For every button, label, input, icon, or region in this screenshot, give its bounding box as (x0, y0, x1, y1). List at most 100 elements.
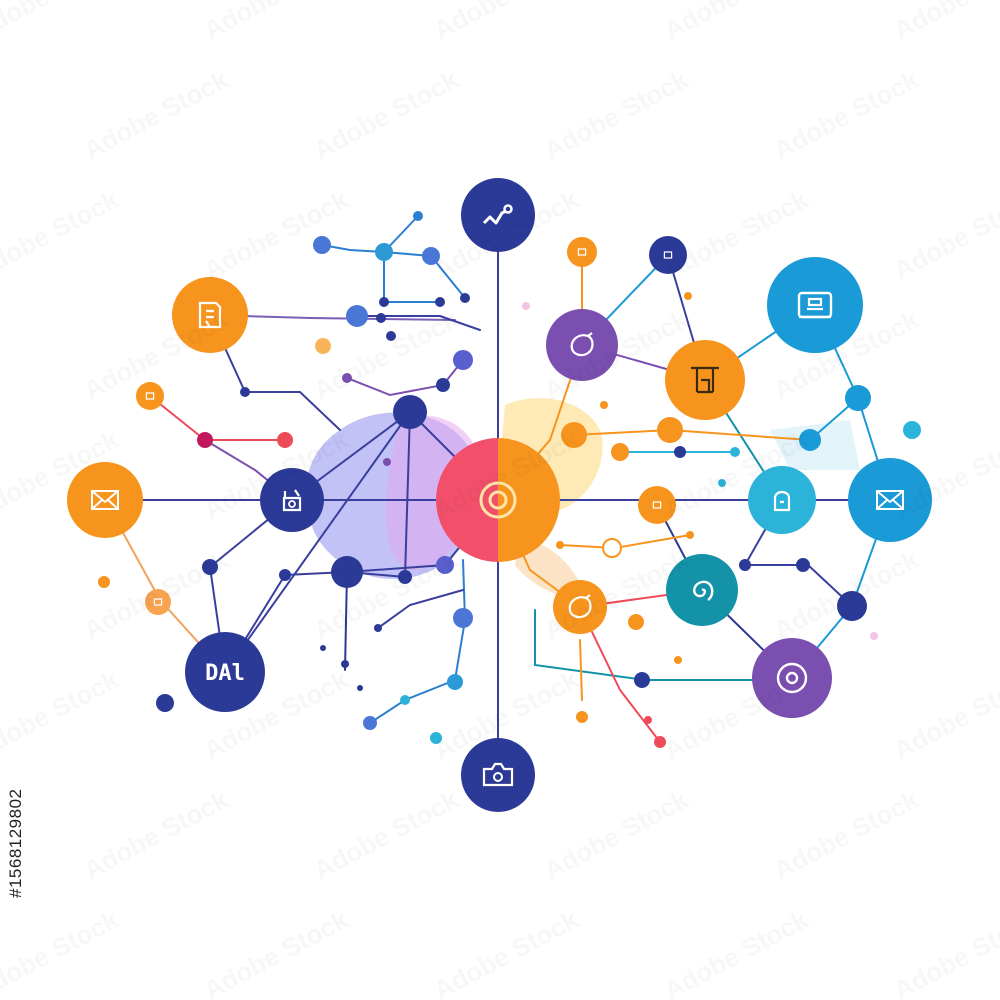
document-node (172, 277, 248, 353)
camera-icon (482, 762, 514, 787)
camera-node-circle (461, 738, 535, 812)
eye-icon (568, 594, 592, 619)
target-node (752, 638, 832, 718)
dot-36 (522, 302, 530, 310)
chat-node-circle (546, 309, 618, 381)
tiny-orange-node-circle (567, 237, 597, 267)
connection-line-40 (559, 534, 691, 550)
dot-60 (686, 531, 694, 539)
dot-21 (331, 556, 363, 588)
dot-23 (436, 556, 454, 574)
dot-11 (386, 331, 396, 341)
dot-33 (320, 645, 326, 651)
bar-chart-node-circle (185, 632, 265, 712)
dot-15 (240, 387, 250, 397)
dot-25 (98, 576, 110, 588)
dot-54 (674, 656, 682, 664)
dot-31 (430, 732, 442, 744)
timer-node-circle (260, 468, 324, 532)
monitor-icon (797, 291, 833, 319)
camera-node (461, 738, 535, 812)
chat-bubble-icon (570, 332, 594, 357)
small-peach-node (145, 589, 171, 615)
dot-51 (837, 591, 867, 621)
dot-39 (611, 443, 629, 461)
mail-node-right (848, 458, 932, 542)
dot-1 (313, 236, 331, 254)
hub-left-half (436, 438, 498, 562)
bar-chart-icon: DAl (205, 661, 245, 686)
dot-57 (644, 716, 652, 724)
timer-node (260, 468, 324, 532)
dot-4 (460, 293, 470, 303)
central-hub-node (436, 438, 560, 562)
dot-46 (799, 429, 821, 451)
connection-line-14 (344, 571, 348, 671)
lock-node-circle (748, 466, 816, 534)
small-orange-node (136, 382, 164, 410)
document-node-circle (172, 277, 248, 353)
dot-43 (684, 292, 692, 300)
dot-19 (202, 559, 218, 575)
dot-52 (870, 632, 878, 640)
dot-37 (561, 422, 587, 448)
dot-30 (363, 716, 377, 730)
small-orange-node-circle (136, 382, 164, 410)
mail-icon (91, 490, 119, 510)
badge-icon (663, 251, 673, 259)
dot-48 (718, 479, 726, 487)
document-icon (198, 301, 222, 329)
dot-45 (845, 385, 871, 411)
dot-38 (657, 417, 683, 443)
connection-line-4 (209, 314, 341, 431)
connection-line-19 (369, 559, 467, 724)
small-peach-node-circle (145, 589, 171, 615)
timer-icon (282, 489, 302, 512)
note-icon (145, 392, 155, 400)
trend-node-circle (461, 178, 535, 252)
dot-61 (556, 541, 564, 549)
link-node (638, 486, 676, 524)
badge-node-circle (649, 236, 687, 274)
trend-node (461, 178, 535, 252)
dot-13 (436, 378, 450, 392)
dot-27 (374, 624, 382, 632)
hub-ring-icon (479, 481, 517, 519)
connection-line-5 (149, 395, 286, 441)
dot-14 (393, 395, 427, 429)
pin-icon (577, 248, 587, 256)
spiral-icon (693, 580, 714, 601)
dot-9 (315, 338, 331, 354)
dot-5 (379, 297, 389, 307)
dot-7 (346, 305, 368, 327)
connection-lines (104, 214, 891, 776)
dot-56 (654, 736, 666, 748)
dot-55 (634, 672, 650, 688)
dot-26 (156, 694, 174, 712)
tiny-orange-node (567, 237, 597, 267)
dot-22 (398, 570, 412, 584)
connection-line-16 (383, 215, 441, 303)
hub-right-half (498, 438, 560, 562)
bar-chart-node: DAl (185, 632, 265, 712)
dot-17 (277, 432, 293, 448)
eye-node (553, 580, 607, 634)
dot-3 (422, 247, 440, 265)
dot-6 (435, 297, 445, 307)
dot-47 (903, 421, 921, 439)
target-icon (776, 662, 808, 694)
chat-node (546, 309, 618, 381)
dot-59 (602, 538, 622, 558)
door-icon (691, 366, 719, 394)
eye-node-circle (553, 580, 607, 634)
link-node-circle (638, 486, 676, 524)
mail-node-left-circle (67, 462, 143, 538)
connection-line-10 (224, 411, 411, 673)
trend-line-icon (482, 204, 513, 225)
screen-node (767, 257, 863, 353)
dot-29 (400, 695, 410, 705)
spiral-node (666, 554, 738, 626)
connection-line-37 (743, 499, 853, 607)
dot-8 (376, 313, 386, 323)
